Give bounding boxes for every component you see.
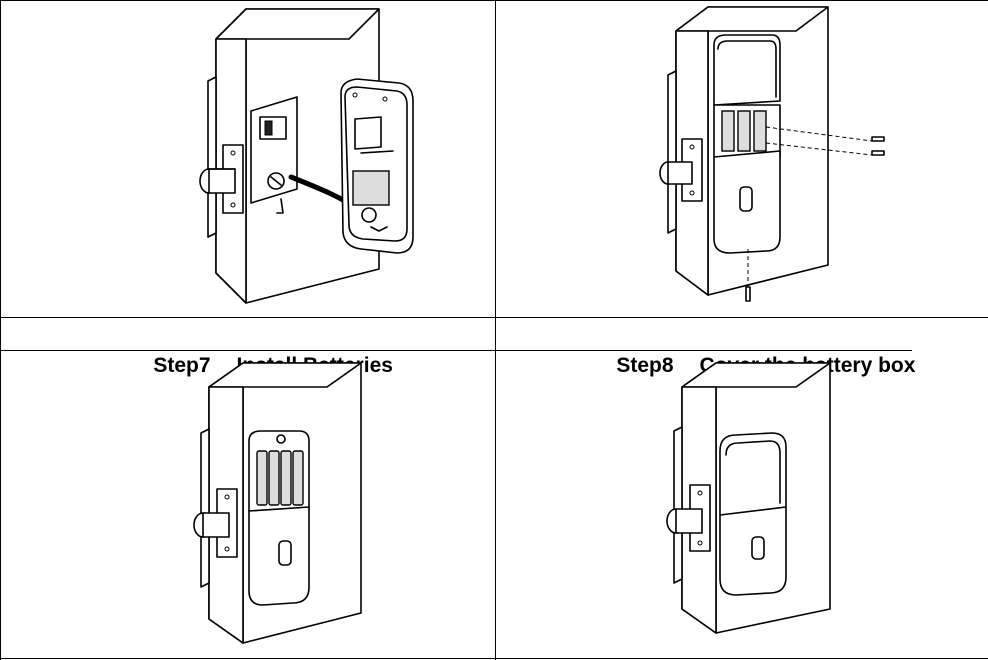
step7-caption: Step7Install Batteries: [130, 318, 393, 377]
grid-center-divider: [495, 0, 496, 660]
illustration-cover-battery-box: [496, 351, 988, 658]
grid-row-divider-1: [0, 317, 988, 318]
step8-caption: Step8Cover the battery box: [593, 318, 915, 377]
grid-left-border: [0, 0, 1, 660]
grid-bottom-border: [0, 658, 988, 659]
illustration-connect-cable: [1, 1, 495, 317]
step8-label: Step8: [616, 354, 674, 377]
grid-top-border: [0, 0, 988, 1]
illustration-install-batteries: [1, 351, 495, 658]
grid-row-divider-2: [0, 350, 912, 351]
step7-label: Step7: [153, 354, 211, 377]
illustration-install-screws: [496, 1, 988, 317]
